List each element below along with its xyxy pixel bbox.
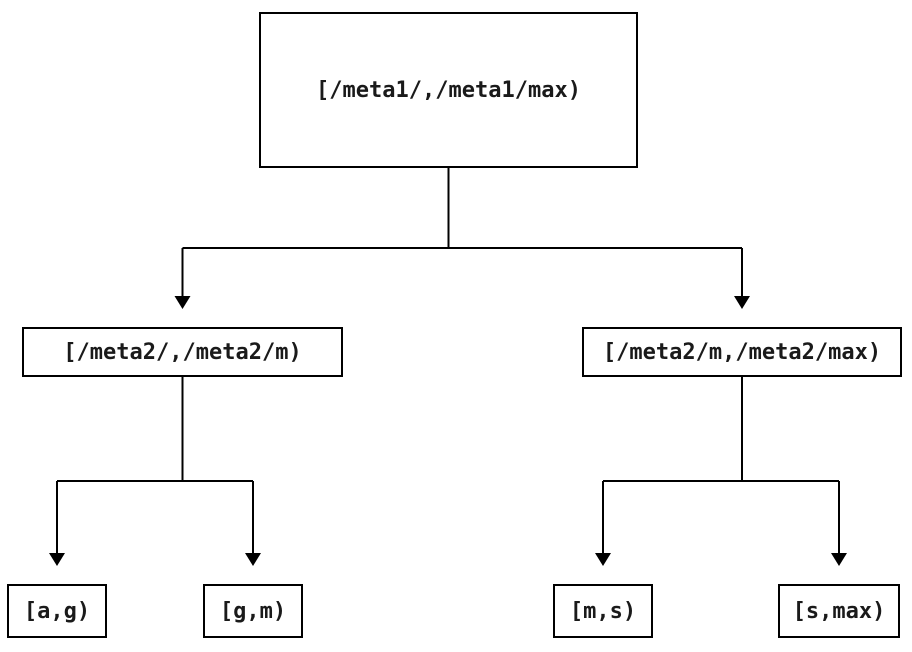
arrowhead-root-right-mid: [734, 296, 750, 309]
node-label-root: [/meta1/,/meta1/max): [316, 77, 581, 103]
arrowhead-right-mid-leaf-ms: [595, 553, 611, 566]
node-label-left-mid: [/meta2/,/meta2/m): [63, 339, 302, 365]
tree-node-left-mid: [/meta2/,/meta2/m): [22, 327, 343, 377]
node-label-leaf-gm: [g,m): [219, 598, 287, 624]
tree-node-leaf-ms: [m,s): [553, 584, 653, 638]
arrowhead-right-mid-leaf-smax: [831, 553, 847, 566]
tree-node-leaf-gm: [g,m): [203, 584, 303, 638]
tree-node-leaf-smax: [s,max): [778, 584, 900, 638]
node-label-leaf-ms: [m,s): [569, 598, 637, 624]
arrowhead-root-left-mid: [174, 296, 191, 309]
arrowhead-left-mid-leaf-ag: [49, 553, 65, 566]
node-label-leaf-ag: [a,g): [23, 598, 91, 624]
tree-node-right-mid: [/meta2/m,/meta2/max): [582, 327, 902, 377]
tree-node-root: [/meta1/,/meta1/max): [259, 12, 638, 168]
tree-node-leaf-ag: [a,g): [7, 584, 107, 638]
node-label-leaf-smax: [s,max): [792, 598, 886, 624]
arrowhead-left-mid-leaf-gm: [245, 553, 261, 566]
node-label-right-mid: [/meta2/m,/meta2/max): [602, 339, 882, 365]
